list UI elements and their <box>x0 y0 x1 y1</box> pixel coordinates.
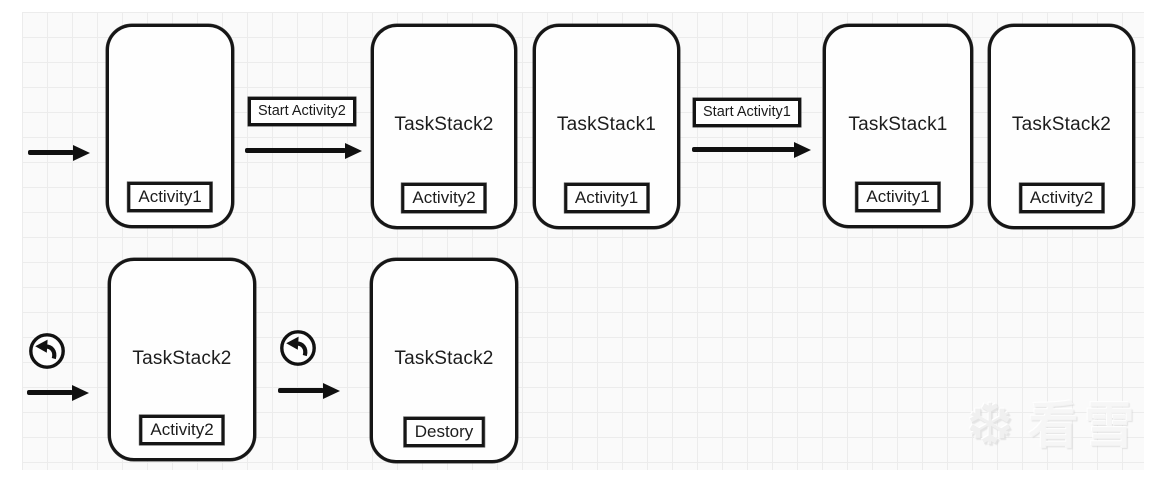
task-stack-title: TaskStack1 <box>556 114 657 135</box>
activity-box: Activity1 <box>563 183 650 213</box>
task-stack-box-7: TaskStack2 Destory <box>370 258 518 463</box>
transition-arrow-icon <box>692 147 795 152</box>
activity-box: Destory <box>403 417 485 447</box>
task-stack-box-4: TaskStack1 Activity1 <box>823 24 973 228</box>
activity-box: Activity1 <box>127 182 213 212</box>
activity-box: Activity1 <box>855 182 941 212</box>
task-stack-box-1: Activity1 <box>106 24 234 228</box>
task-stack-box-5: TaskStack2 Activity2 <box>988 24 1135 229</box>
task-stack-title: TaskStack2 <box>1011 114 1112 135</box>
entry-arrow-icon <box>28 150 74 155</box>
flow-arrow-icon <box>27 390 73 395</box>
activity-box: Activity2 <box>139 415 225 445</box>
task-stack-box-2: TaskStack2 Activity2 <box>371 24 517 229</box>
back-arrow-icon <box>280 330 316 366</box>
activity-box: Activity2 <box>401 183 487 213</box>
task-stack-title: TaskStack2 <box>394 114 494 135</box>
transition-arrow-icon <box>245 148 346 153</box>
transition-label-start-activity1: Start Activity1 <box>693 98 801 127</box>
task-stack-title: TaskStack2 <box>394 348 494 369</box>
flow-arrow-icon <box>278 388 324 393</box>
task-stack-title: TaskStack2 <box>132 348 232 369</box>
back-arrow-icon <box>29 333 65 369</box>
task-stack-title: TaskStack1 <box>848 114 948 135</box>
task-stack-box-6: TaskStack2 Activity2 <box>108 258 256 461</box>
transition-label-start-activity2: Start Activity2 <box>248 97 356 126</box>
task-stack-box-3: TaskStack1 Activity1 <box>533 24 680 229</box>
activity-box: Activity2 <box>1018 183 1105 213</box>
